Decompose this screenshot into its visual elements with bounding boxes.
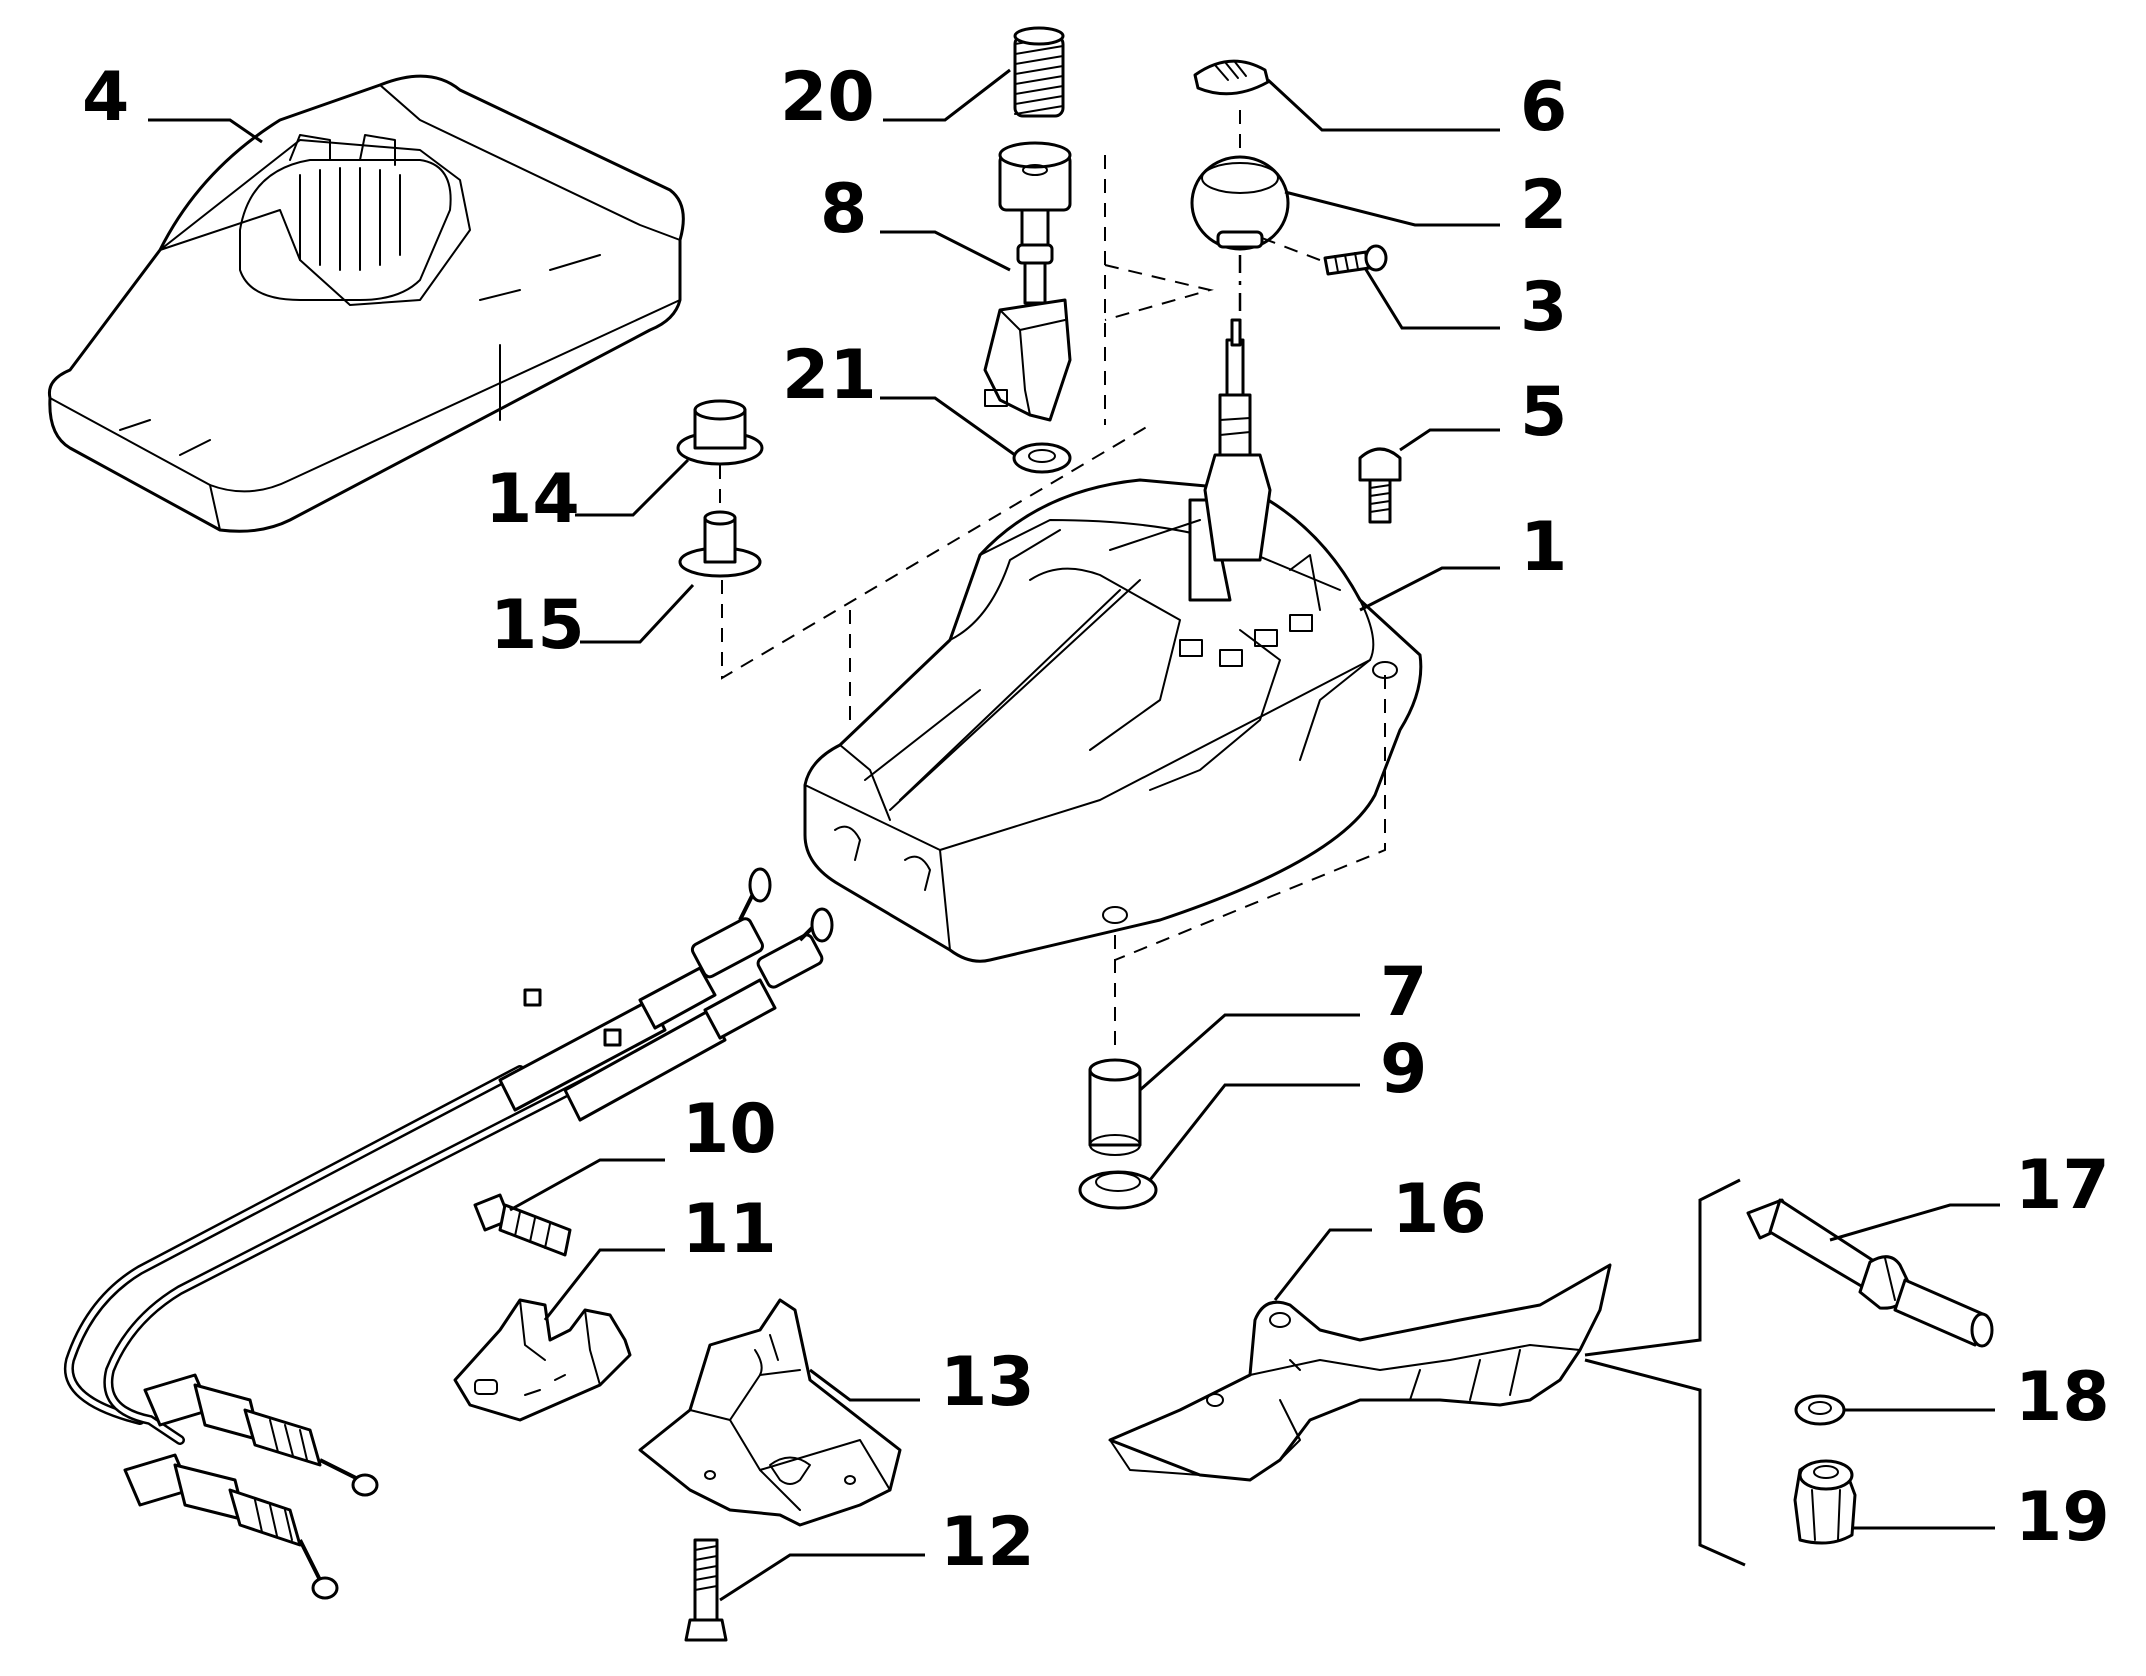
callout-19: 19: [2015, 1478, 2110, 1557]
callout-14: 14: [485, 460, 580, 539]
part-3-small-screw: [1323, 244, 1388, 276]
part-2-knob: [1190, 155, 1290, 251]
part-9-grommet: [1078, 1170, 1158, 1210]
callout-4: 4: [82, 58, 129, 137]
callout-5: 5: [1520, 373, 1567, 452]
callout-9: 9: [1380, 1030, 1427, 1109]
callout-12: 12: [940, 1503, 1035, 1582]
callout-17: 17: [2015, 1146, 2110, 1225]
callout-2: 2: [1520, 166, 1567, 245]
callout-6: 6: [1520, 68, 1567, 147]
part-11-cable-clip: [453, 1298, 632, 1422]
part-13-bracket: [638, 1298, 902, 1527]
callout-3: 3: [1520, 268, 1567, 347]
part-5-bolt: [1358, 447, 1402, 524]
callout-8: 8: [820, 170, 867, 249]
callout-10: 10: [682, 1090, 777, 1169]
part-15-spacer: [678, 510, 762, 578]
callout-15: 15: [490, 586, 585, 665]
part-8-reverse-lock: [983, 141, 1072, 422]
part-7-bush: [1088, 1058, 1142, 1156]
callout-18: 18: [2015, 1358, 2110, 1437]
part-10-bolt: [473, 1193, 572, 1257]
callout-20: 20: [780, 58, 875, 137]
callout-1: 1: [1520, 508, 1567, 587]
part-4-lever-cover: [47, 74, 685, 533]
part-19-nut: [1793, 1459, 1857, 1545]
part-6-knob-cap: [1193, 59, 1270, 96]
part-16-heat-shield: [1108, 1263, 1612, 1482]
callout-7: 7: [1380, 953, 1427, 1032]
part-21-washer: [1012, 442, 1072, 474]
callout-16: 16: [1392, 1170, 1487, 1249]
part-1-gearshift-housing: [803, 318, 1423, 963]
callout-11: 11: [682, 1190, 777, 1269]
part-12-screw: [684, 1538, 728, 1642]
shift-cables: [63, 867, 834, 1600]
part-20-spring: [1013, 26, 1065, 118]
part-14-bushing: [676, 399, 764, 466]
callout-13: 13: [940, 1343, 1035, 1422]
callout-21: 21: [782, 336, 877, 415]
part-18-washer: [1794, 1394, 1846, 1426]
part-17-stud-bolt: [1746, 1198, 1994, 1348]
